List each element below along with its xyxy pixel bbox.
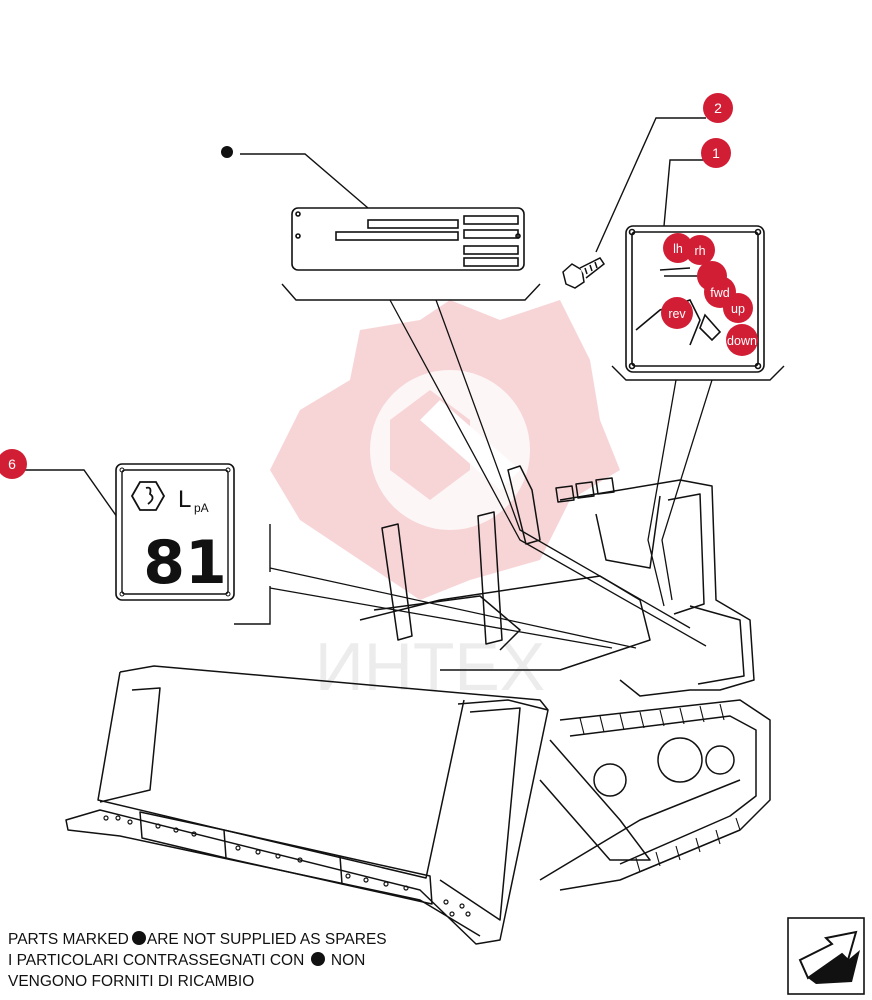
noise-leader-2 [269,587,613,649]
decal-badge-rev: rev [661,297,693,329]
decal-badge-rh: rh [685,235,715,265]
plate-bracket [281,283,541,301]
callout-1[interactable]: 1 [701,138,731,168]
noise-symbol: L [178,486,191,513]
svg-text:rev: rev [668,307,686,321]
bullet-leader-line [240,153,369,209]
noise-leader-1 [269,567,637,649]
noise-subscript: pA [194,501,209,515]
footnote-line-2: I PARTICOLARI CONTRASSEGNATI CON NON [8,952,366,969]
noise-level-label: L pA 81 [115,463,235,601]
callout-6-number: 6 [8,456,16,472]
callout-2-number: 2 [714,100,722,116]
bolt-icon [562,257,606,289]
svg-text:fwd: fwd [710,286,730,300]
callout-1-number: 1 [712,145,720,161]
svg-text:up: up [731,302,745,316]
svg-text:rh: rh [694,244,705,258]
footnote-line-3: VENGONO FORNITI DI RICAMBIO [8,973,255,990]
not-supplied-bullet [221,146,233,158]
ear-protection-icon [130,481,166,511]
callout-6-leader [25,469,123,525]
bullet-icon [131,931,146,945]
svg-text:down: down [727,334,757,348]
callout-1-leader [663,159,704,227]
watermark-logo: ИНТЕХ [270,300,620,705]
watermark-text: ИНТЕХ [315,629,545,705]
callout-2[interactable]: 2 [703,93,733,123]
next-page-arrow-icon[interactable] [787,917,865,995]
bulldozer [65,465,771,945]
callout-6[interactable]: 6 [0,449,27,479]
callout-2-leader [595,117,706,253]
decal-badge-down: down [726,324,758,356]
decal-bracket [611,365,785,381]
data-plate [291,207,525,271]
svg-text:lh: lh [673,242,683,256]
decal-badge-lh: lh [663,233,693,263]
decal-badge-fwd: fwd [704,276,736,308]
bullet-icon [310,952,325,966]
noise-value: 81 [143,528,227,598]
